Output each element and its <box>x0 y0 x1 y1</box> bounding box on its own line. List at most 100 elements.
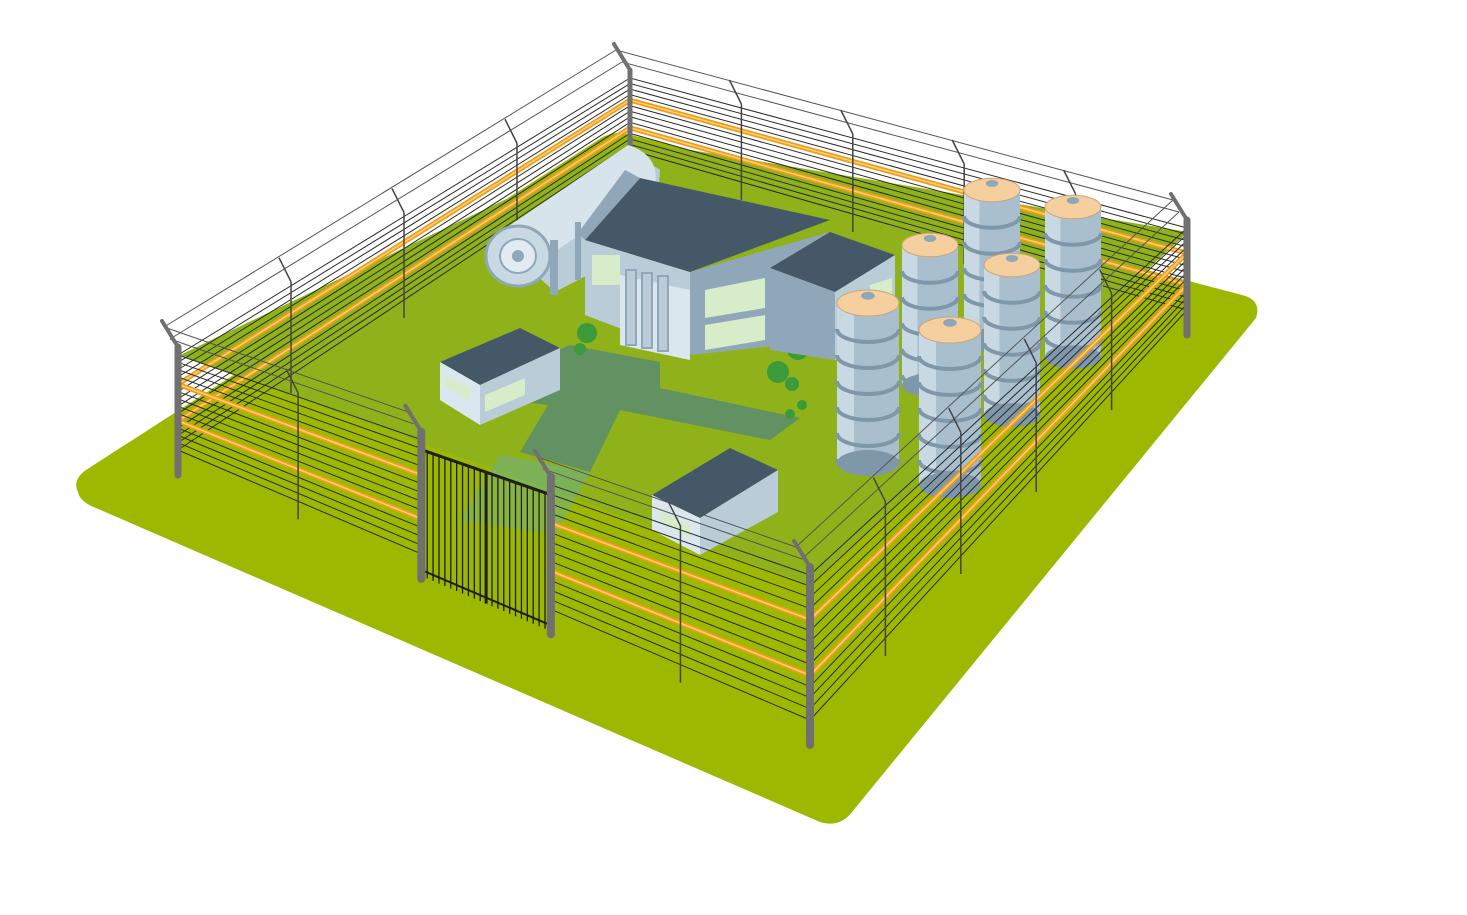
tank-valve <box>1066 197 1080 205</box>
barbed-wire <box>801 211 1180 560</box>
fence-stanchion-arm <box>1023 338 1037 364</box>
tank-highlight <box>964 190 980 340</box>
tank-cap <box>983 252 1041 278</box>
tank-highlight <box>902 245 918 385</box>
fence-stanchion-arm <box>872 477 887 502</box>
fence-stanchion-arm <box>285 368 299 394</box>
fence-stanchion-arm <box>667 501 682 527</box>
tank-band <box>900 270 960 285</box>
tank-band <box>917 433 983 449</box>
fence-wire <box>809 290 1188 687</box>
fence-wire <box>809 265 1188 643</box>
fence-wire <box>177 391 422 485</box>
fence-wire <box>177 449 422 555</box>
tank-cap <box>918 316 982 344</box>
tank-valve <box>923 235 937 243</box>
fence-wire <box>809 227 1188 576</box>
fence-post-arm <box>532 448 553 479</box>
tank-band <box>1043 284 1103 299</box>
fence-stanchion-arm <box>391 188 405 213</box>
tank-band <box>835 328 901 344</box>
barbed-wire <box>615 49 1174 201</box>
fence-post-arm <box>1169 192 1189 222</box>
tank-band <box>982 342 1042 357</box>
fence-wire <box>177 376 422 467</box>
fence-wire <box>177 442 422 546</box>
fence-stanchion-arm <box>728 79 743 105</box>
fence-stanchion-arm <box>840 109 854 135</box>
main-building <box>578 170 895 360</box>
tank-band <box>1043 232 1103 247</box>
storage-tank <box>982 252 1042 427</box>
tank-highlight <box>837 303 855 463</box>
fence-wire <box>177 369 422 458</box>
tank-band <box>962 241 1022 256</box>
sensor-cable-core <box>177 420 422 520</box>
fence-wire <box>809 303 1188 710</box>
tank-highlight <box>984 265 1000 415</box>
fence-gate <box>403 403 555 639</box>
fence-wire <box>809 240 1188 598</box>
fence-wire <box>809 278 1188 665</box>
fence-stanchion-arm <box>1062 169 1077 195</box>
tank-band <box>917 381 983 397</box>
barbed-wire <box>169 61 623 340</box>
tank-band <box>835 432 901 448</box>
gate-rail-bottom <box>420 569 552 627</box>
tank-band <box>917 407 983 423</box>
tank-band <box>900 296 960 311</box>
tank-band <box>835 354 901 370</box>
tank-valve <box>985 180 999 188</box>
sensor-cable-core <box>809 284 1188 676</box>
fence-wire <box>177 361 422 449</box>
fence-wire <box>177 398 422 493</box>
tank-band <box>835 406 901 422</box>
storage-tank <box>917 316 983 499</box>
tank-base <box>837 449 899 477</box>
storage-tanks <box>835 177 1103 499</box>
fence-wire <box>809 271 1188 654</box>
tank-cap <box>963 177 1021 203</box>
tank-valve <box>943 318 957 327</box>
tank-band <box>982 290 1042 305</box>
fence-wire <box>177 354 422 441</box>
fence-wire <box>177 434 422 537</box>
perimeter-fence-front <box>160 192 1191 749</box>
barbed-wire <box>536 456 797 548</box>
fence-stanchion-arm <box>951 139 965 165</box>
fence-wire <box>809 297 1188 699</box>
tank-band <box>962 215 1022 230</box>
fence-wire <box>177 427 422 529</box>
fence-wire <box>177 412 422 511</box>
fence-stanchion-arm <box>1098 269 1113 294</box>
fence-wire <box>809 309 1188 721</box>
sensor-cable-core <box>177 383 422 476</box>
fence-stanchion-arm <box>504 118 518 144</box>
fence-post-arm <box>160 319 180 349</box>
barbed-wire <box>621 61 1180 213</box>
perimeter-fence-back <box>163 42 1188 451</box>
tank-cap <box>1044 194 1102 220</box>
barbed-wire <box>795 199 1174 548</box>
small-building-left <box>440 328 560 425</box>
tank-band <box>982 316 1042 331</box>
tank-valve <box>861 291 875 300</box>
fence-wire <box>809 233 1188 587</box>
fence-wire <box>809 246 1188 609</box>
tank-band <box>1043 258 1103 273</box>
fence-post-arm <box>612 42 632 72</box>
gate-rail-top <box>420 448 552 497</box>
barbed-wire <box>542 468 803 560</box>
fence-stanchion-arm <box>278 257 292 283</box>
tank-band <box>835 380 901 396</box>
tank-valve <box>1005 255 1019 263</box>
tank-highlight <box>1045 207 1061 357</box>
fence-stanchion-arm <box>948 407 962 433</box>
tank-band <box>917 355 983 371</box>
fence-post-arm <box>792 539 812 569</box>
sensor-cable-core <box>809 252 1188 621</box>
fence-wire <box>809 259 1188 632</box>
fence-post-arm <box>403 403 424 434</box>
tank-cap <box>901 232 959 258</box>
